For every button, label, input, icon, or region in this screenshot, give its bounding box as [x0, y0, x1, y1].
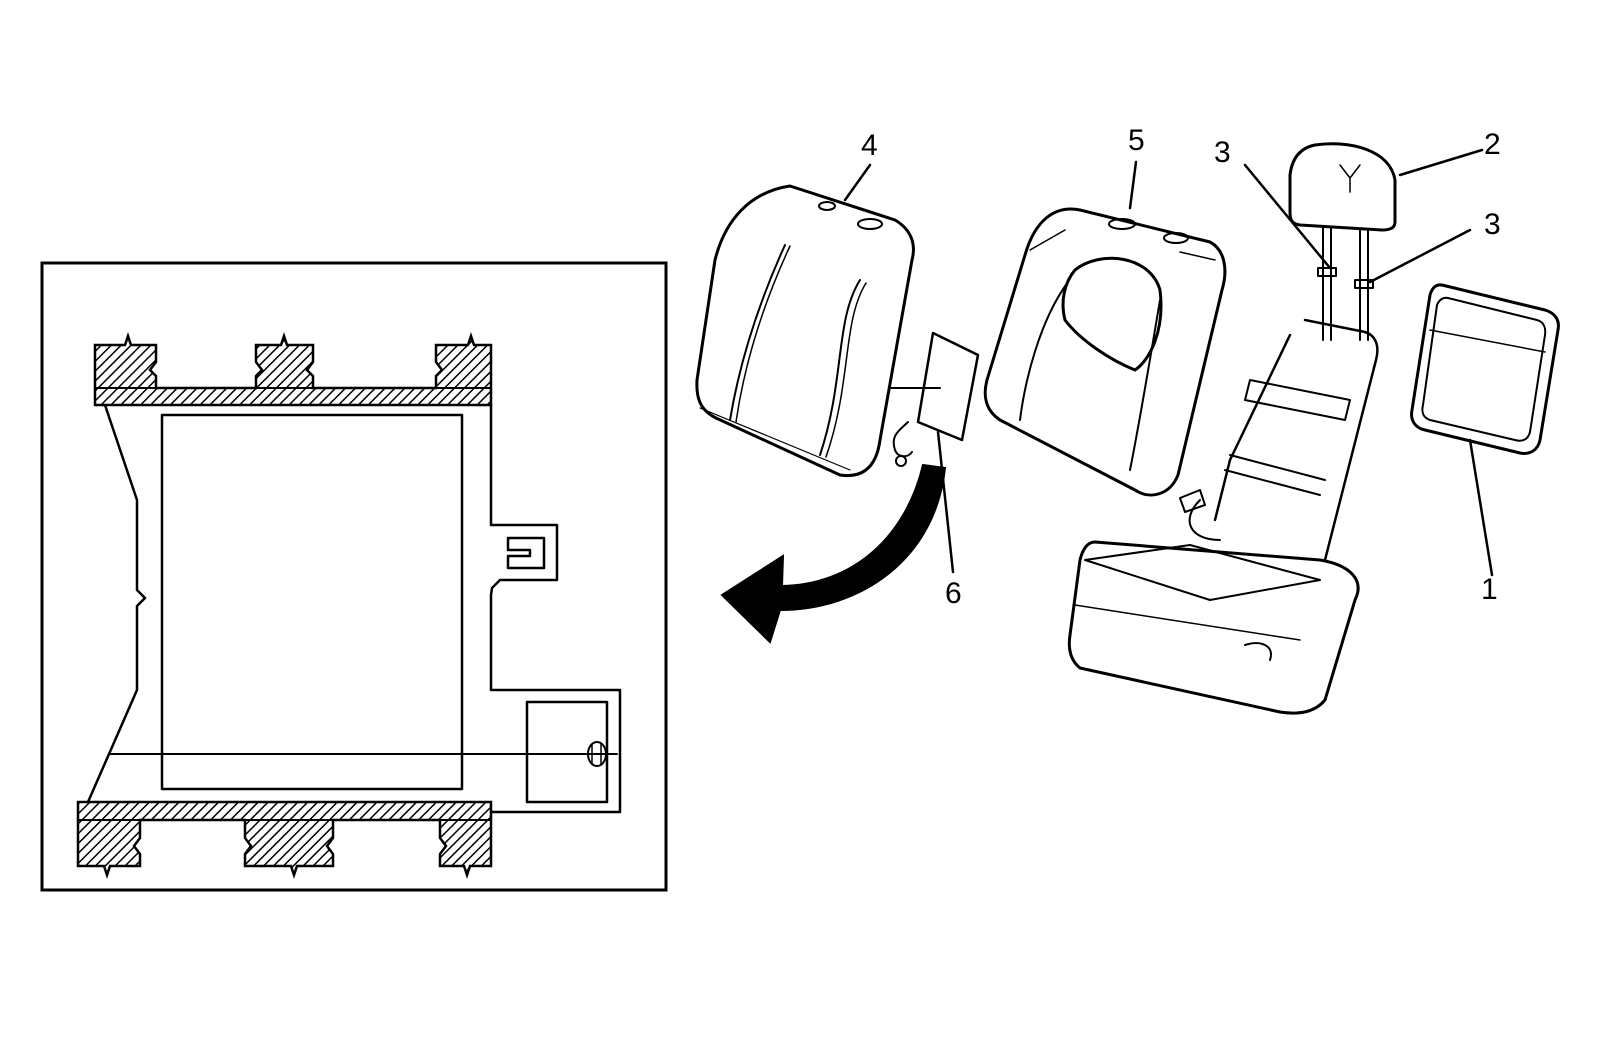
callout-labels: 1 2 3 3 4 5 6	[861, 124, 1501, 610]
leader-5	[1128, 160, 1138, 210]
lower-foam-section	[76, 800, 493, 879]
seat-back-heater-pad	[889, 331, 980, 574]
connector-tab	[506, 536, 546, 570]
headrest	[1288, 142, 1397, 341]
leader-1	[1468, 438, 1494, 577]
heater-element-outline	[86, 403, 622, 814]
seat-frame-assembly	[1067, 318, 1379, 715]
callout-5: 5	[1128, 124, 1145, 157]
upper-foam-section	[93, 332, 493, 407]
callout-6: 6	[945, 577, 962, 610]
headrest-guides	[1317, 267, 1374, 289]
connector-box	[525, 700, 609, 804]
leader-3b	[1368, 228, 1472, 284]
callout-3b: 3	[1484, 208, 1501, 241]
inner-pad-area	[160, 413, 464, 791]
seat-back-cover	[695, 184, 915, 478]
seat-back-cushion	[983, 207, 1227, 497]
callout-1: 1	[1481, 573, 1498, 606]
leader-2	[1398, 148, 1484, 177]
detail-arrow	[720, 463, 947, 644]
callout-3a: 3	[1214, 136, 1231, 169]
callout-2: 2	[1484, 128, 1501, 161]
leader-3a	[1243, 163, 1332, 270]
leader-4	[843, 163, 872, 202]
seat-back-panel	[1410, 283, 1560, 455]
leader-lines	[843, 148, 1494, 577]
callout-4: 4	[861, 129, 878, 162]
detail-view	[40, 261, 668, 892]
sensor	[587, 741, 607, 767]
